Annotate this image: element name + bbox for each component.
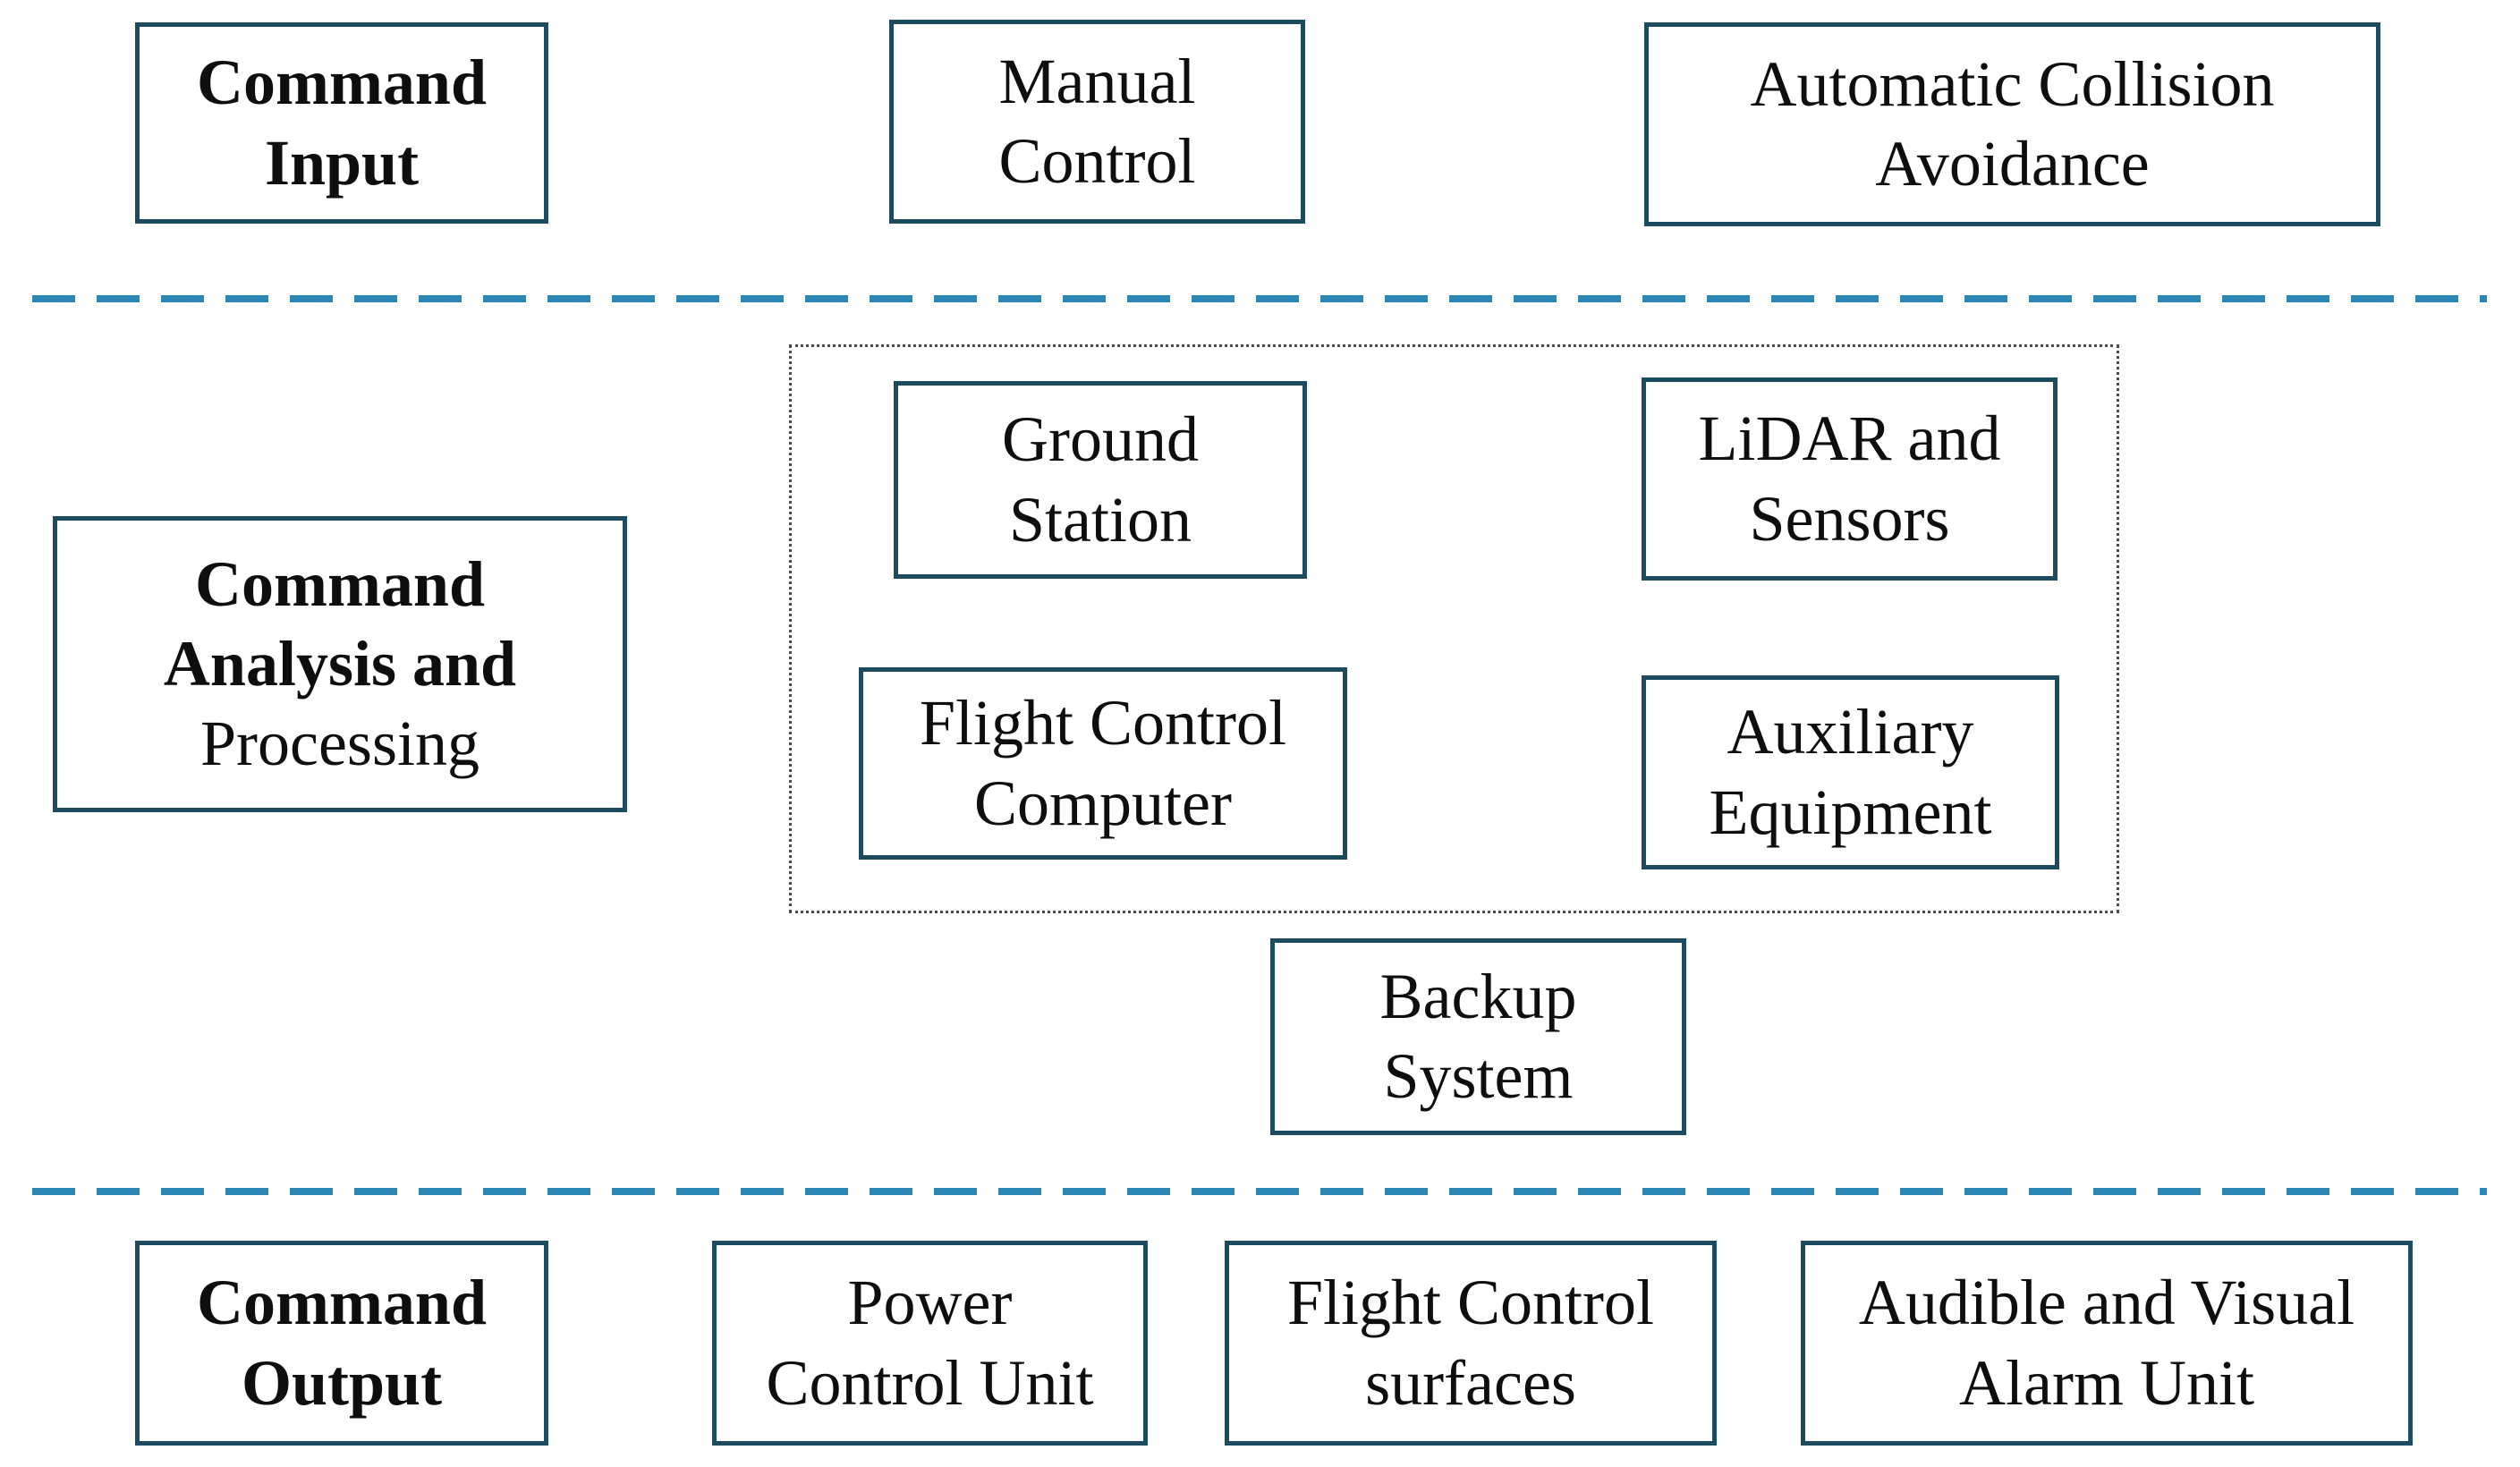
flight-control-computer-line: Computer bbox=[974, 767, 1232, 839]
power-control-unit-line: Control Unit bbox=[766, 1346, 1094, 1419]
analysis-label-line: Command bbox=[194, 547, 486, 620]
auxiliary-equipment-line: Equipment bbox=[1709, 776, 1992, 848]
flight-control-surfaces-line: surfaces bbox=[1365, 1346, 1576, 1419]
command-output-line: Command bbox=[196, 1267, 488, 1339]
ground-station-line: Ground bbox=[1002, 403, 1199, 476]
analysis-label-line: Processing bbox=[200, 708, 479, 780]
backup-system-box: Backup System bbox=[1270, 938, 1686, 1135]
command-input-line: Command bbox=[196, 47, 488, 119]
flight-control-surfaces-box: Flight Control surfaces bbox=[1225, 1241, 1717, 1446]
backup-system-line: Backup bbox=[1379, 960, 1577, 1032]
power-control-unit-box: Power Control Unit bbox=[712, 1241, 1148, 1446]
command-output-line: Output bbox=[241, 1346, 443, 1419]
automatic-collision-avoidance-box: Automatic Collision Avoidance bbox=[1644, 22, 2380, 226]
audible-visual-alarm-line: Alarm Unit bbox=[1959, 1346, 2254, 1419]
processing-output-divider bbox=[32, 1188, 2487, 1195]
manual-control-line: Control bbox=[998, 125, 1196, 197]
command-analysis-processing-label-box: Command Analysis and Processing bbox=[53, 516, 627, 812]
auxiliary-equipment-box: Auxiliary Equipment bbox=[1642, 675, 2059, 869]
flight-control-computer-line: Flight Control bbox=[919, 687, 1287, 759]
command-input-line: Input bbox=[264, 126, 420, 199]
collision-avoidance-line: Automatic Collision bbox=[1750, 47, 2275, 120]
collision-avoidance-line: Avoidance bbox=[1875, 128, 2150, 199]
auxiliary-equipment-line: Auxiliary bbox=[1727, 696, 1974, 768]
flight-control-computer-box: Flight Control Computer bbox=[859, 667, 1347, 860]
command-input-label-box: Command Input bbox=[135, 22, 548, 224]
ground-station-box: Ground Station bbox=[894, 381, 1307, 579]
audible-visual-alarm-line: Audible and Visual bbox=[1858, 1267, 2355, 1339]
manual-control-line: Manual bbox=[998, 45, 1196, 117]
flight-control-surfaces-line: Flight Control bbox=[1286, 1267, 1655, 1339]
processing-group-outline bbox=[789, 344, 2119, 913]
lidar-sensors-box: LiDAR and Sensors bbox=[1642, 377, 2058, 581]
lidar-sensors-line: Sensors bbox=[1749, 482, 1950, 555]
analysis-label-line: Analysis and bbox=[163, 627, 517, 700]
audible-visual-alarm-box: Audible and Visual Alarm Unit bbox=[1801, 1241, 2413, 1446]
command-output-label-box: Command Output bbox=[135, 1241, 548, 1446]
lidar-sensors-line: LiDAR and bbox=[1698, 403, 2001, 475]
input-processing-divider bbox=[32, 295, 2487, 302]
manual-control-box: Manual Control bbox=[889, 20, 1305, 224]
power-control-unit-line: Power bbox=[847, 1267, 1013, 1339]
backup-system-line: System bbox=[1383, 1040, 1574, 1112]
ground-station-line: Station bbox=[1008, 483, 1192, 555]
